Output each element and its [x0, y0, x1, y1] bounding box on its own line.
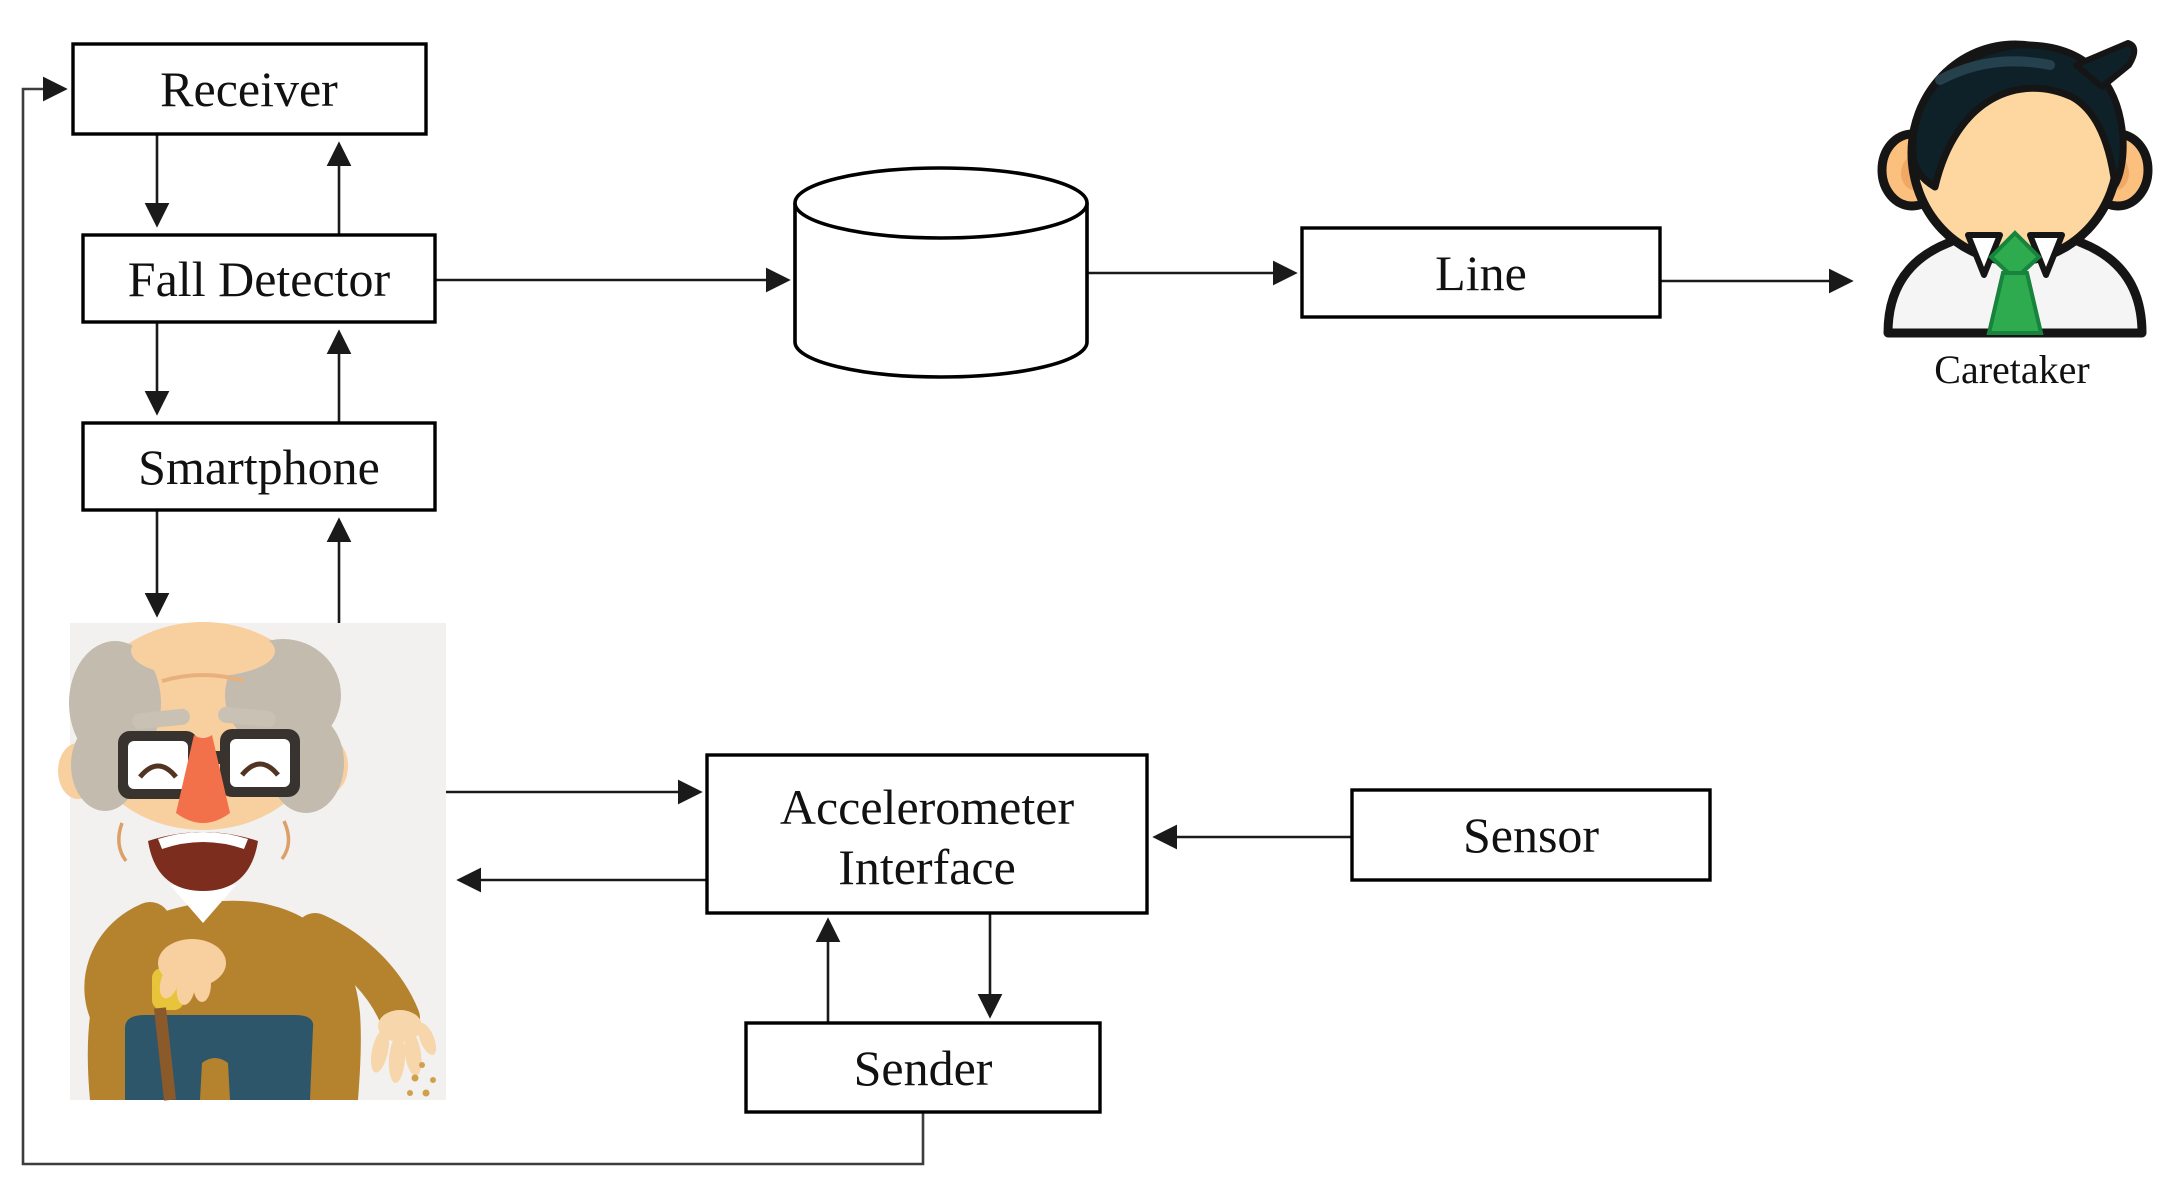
elderly-right-hand	[370, 1010, 437, 1083]
sensor-box	[1350, 788, 1712, 882]
node-receiver: Receiver	[71, 42, 428, 136]
elderly-eye-right	[240, 761, 280, 777]
elderly-mouth	[148, 832, 258, 891]
node-fall-detector: Fall Detector	[81, 233, 437, 324]
crumbs	[407, 1062, 436, 1097]
line-box	[1300, 226, 1662, 319]
fall-detector-box	[81, 233, 437, 324]
elderly-forehead-wrinkle	[161, 673, 245, 683]
smartphone-box	[81, 421, 437, 512]
receiver-box	[71, 42, 428, 136]
fall-detector-label: Fall Detector	[128, 251, 391, 307]
caretaker-hair-spike	[2073, 40, 2138, 90]
caretaker-tie	[1986, 230, 2044, 335]
accelerometer-interface-label-line1: Accelerometer	[780, 779, 1075, 835]
cane-shaft	[154, 1007, 176, 1101]
sender-box	[744, 1021, 1102, 1114]
node-line: Line	[1300, 226, 1662, 319]
accelerometer-interface-box	[705, 753, 1149, 915]
smartphone-label: Smartphone	[138, 439, 380, 495]
elderly-head	[58, 622, 348, 891]
elderly-person-illustration	[58, 622, 446, 1101]
elderly-left-hand	[158, 939, 226, 1005]
node-smartphone: Smartphone	[81, 421, 437, 512]
line-label: Line	[1435, 245, 1527, 301]
accelerometer-interface-label-line2: Interface	[838, 839, 1016, 895]
caretaker-person-icon	[1877, 40, 2153, 338]
sender-label: Sender	[854, 1040, 993, 1096]
edge-sender-to-receiver-feedback	[21, 76, 925, 1166]
elderly-nose	[176, 735, 230, 823]
node-accelerometer-interface: Accelerometer Interface	[705, 753, 1149, 915]
sensor-label: Sensor	[1463, 807, 1599, 863]
database-cylinder-icon	[793, 166, 1089, 379]
elderly-right-arm	[295, 913, 420, 1038]
node-sensor: Sensor	[1350, 788, 1712, 882]
elderly-eyebrow-right	[218, 706, 276, 728]
elderly-eye-left	[138, 763, 178, 779]
node-sender: Sender	[744, 1021, 1102, 1114]
caretaker-hair	[1909, 41, 2127, 191]
elderly-eyebrow-left	[132, 708, 190, 730]
elderly-collar	[170, 885, 236, 923]
caretaker-label: Caretaker	[1934, 347, 2089, 392]
receiver-label: Receiver	[160, 61, 338, 117]
